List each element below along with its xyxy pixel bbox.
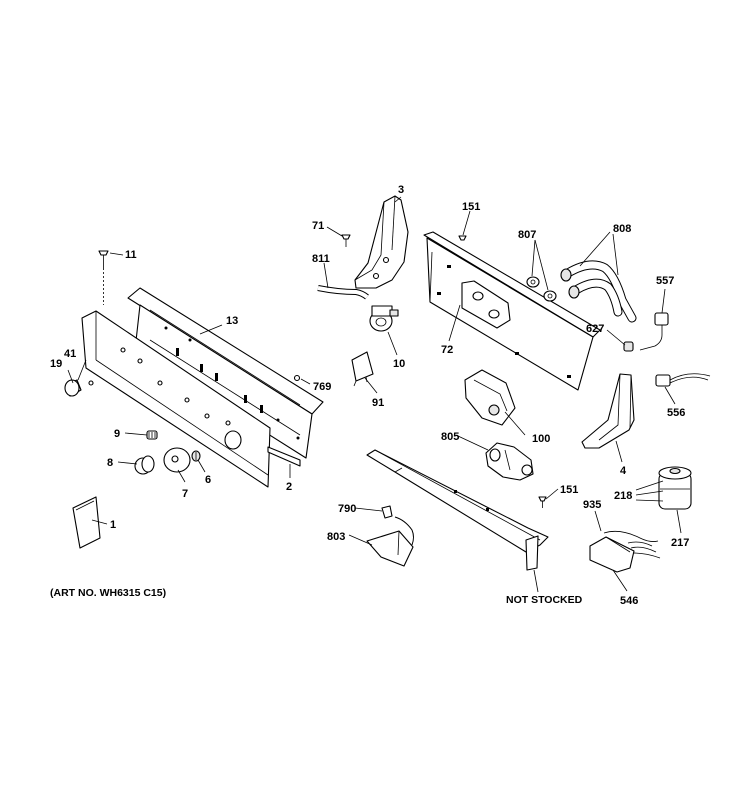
part-935-wire (603, 530, 659, 542)
callout-627: 627 (586, 323, 604, 335)
callout-19: 19 (50, 358, 62, 370)
part-71-screw (341, 234, 351, 247)
callout-91: 91 (372, 397, 384, 409)
part-4-bracket (581, 373, 635, 449)
callout-808: 808 (613, 223, 631, 235)
not-stocked-label: NOT STOCKED (506, 594, 583, 606)
callout-10: 10 (393, 358, 405, 370)
callout-labels: 11 13 41 19 9 8 7 6 2 769 1 3 71 811 10 … (50, 184, 689, 607)
callout-2: 2 (286, 481, 292, 493)
callout-3: 3 (398, 184, 404, 196)
callout-151-bottom: 151 (560, 484, 578, 496)
callout-151-top: 151 (462, 201, 480, 213)
part-7-dial (163, 447, 191, 473)
part-151-top-screw (458, 235, 467, 241)
callout-41: 41 (64, 348, 76, 360)
callout-807: 807 (518, 229, 536, 241)
part-8-knob (134, 455, 155, 475)
callout-935: 935 (583, 499, 601, 511)
callout-4: 4 (620, 465, 627, 477)
callout-803: 803 (327, 531, 345, 543)
callout-100: 100 (532, 433, 550, 445)
callout-217: 217 (671, 537, 689, 549)
part-218-217-capacitor (658, 466, 692, 510)
part-9-clip (146, 430, 158, 440)
callout-72: 72 (441, 344, 453, 356)
part-811-hose (317, 285, 369, 300)
part-3-bracket (354, 195, 409, 289)
callout-557: 557 (656, 275, 674, 287)
callout-13: 13 (226, 315, 238, 327)
part-151-screw (538, 496, 547, 508)
art-number: (ART NO. WH6315 C15) (50, 587, 166, 599)
part-546-wire-harness (589, 536, 661, 573)
callout-11: 11 (125, 249, 137, 261)
callout-805: 805 (441, 431, 459, 443)
part-557-power-cord (639, 312, 669, 351)
part-13-backsplash-panel (81, 287, 324, 488)
callout-218: 218 (614, 490, 632, 502)
callout-769: 769 (313, 381, 331, 393)
not-stocked-base-panel (366, 449, 549, 571)
callout-546: 546 (620, 595, 638, 607)
part-72-rear-panel (423, 231, 601, 391)
part-790-clip (381, 505, 393, 519)
leader-lines (67, 196, 682, 593)
callout-556: 556 (667, 407, 685, 419)
callout-9: 9 (114, 428, 120, 440)
callout-6: 6 (205, 474, 211, 486)
part-100-bracket (464, 369, 516, 426)
part-769-screw (293, 374, 301, 382)
part-10-pressure-switch (369, 305, 399, 332)
callout-1: 1 (110, 519, 116, 531)
callout-790: 790 (338, 503, 356, 515)
part-6-nut (191, 450, 201, 462)
part-91-relay (351, 351, 374, 387)
callout-7: 7 (182, 488, 188, 500)
part-556-harness (655, 373, 711, 387)
part-627-clamp (623, 341, 634, 352)
part-808-fill-hoses (560, 260, 637, 323)
part-805-water-valve (485, 442, 534, 481)
part-807-washers (526, 276, 557, 302)
part-19-41-knob (64, 379, 94, 397)
callout-811: 811 (312, 253, 330, 265)
callout-8: 8 (107, 457, 113, 469)
callout-71: 71 (312, 220, 324, 232)
part-11-screw (98, 250, 109, 305)
part-803-bracket (366, 516, 414, 567)
part-1-manual (72, 496, 101, 549)
